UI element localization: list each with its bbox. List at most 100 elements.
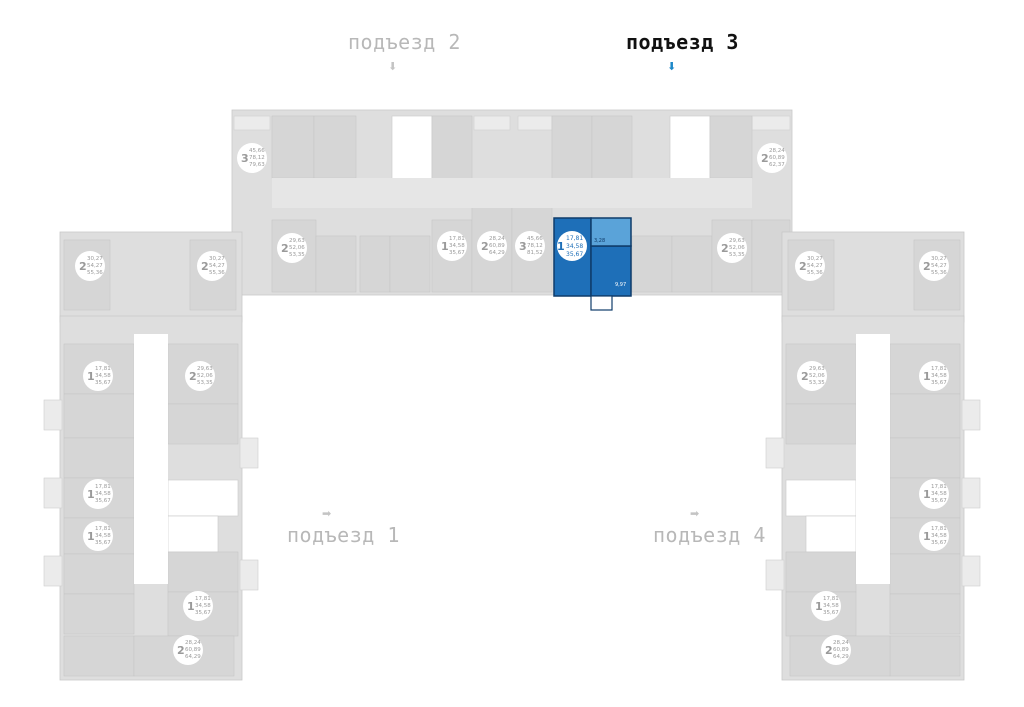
apartment-area-a: 29,63 xyxy=(729,238,745,244)
selected-rooms: 1 xyxy=(557,240,565,253)
apartment-rooms: 2 xyxy=(201,260,209,273)
apartment-area-c: 35,67 xyxy=(449,250,465,256)
selected-living: 17,81 xyxy=(566,235,584,242)
apartment-rooms: 2 xyxy=(189,370,197,383)
entrance-4-label[interactable]: подъезд 4 xyxy=(653,523,766,547)
apartment-area-b: 54,27 xyxy=(931,263,947,269)
apartment-area-a: 17,81 xyxy=(95,526,111,532)
apartment-area-c: 35,67 xyxy=(195,610,211,616)
entrance-2-arrow-icon: ⬇ xyxy=(388,60,398,73)
apartment-area-a: 28,24 xyxy=(833,640,849,646)
apartment-area-b: 34,58 xyxy=(823,603,839,609)
selected-apartment[interactable] xyxy=(553,217,632,311)
apartment-area-a: 28,24 xyxy=(489,236,505,242)
apartment-area-c: 35,67 xyxy=(95,498,111,504)
selected-badge[interactable]: 1 17,81 34,58 35,67 xyxy=(557,232,587,262)
apartment-area-b: 78,12 xyxy=(249,155,265,161)
apartment-area-c: 79,63 xyxy=(249,162,265,168)
entrance-1-arrow-icon: ➡ xyxy=(322,507,332,520)
apartment-area-c: 81,52 xyxy=(527,250,543,256)
apartment-rooms: 2 xyxy=(825,644,833,657)
entrance-1-label[interactable]: подъезд 1 xyxy=(287,523,400,547)
apartment-area-c: 35,67 xyxy=(95,540,111,546)
apartment-area-b: 52,06 xyxy=(809,373,825,379)
top-wing xyxy=(231,109,793,296)
apartment-area-b: 34,58 xyxy=(449,243,465,249)
apartment-area-c: 35,67 xyxy=(95,380,111,386)
apartment-area-a: 17,81 xyxy=(95,366,111,372)
apartment-area-c: 55,36 xyxy=(209,270,225,276)
apartment-area-b: 52,06 xyxy=(197,373,213,379)
entrance-2-label[interactable]: подъезд 2 xyxy=(348,30,461,54)
apartment-rooms: 1 xyxy=(187,600,195,613)
apartment-area-b: 60,89 xyxy=(185,647,201,653)
apartment-area-a: 28,24 xyxy=(185,640,201,646)
apartment-area-a: 30,27 xyxy=(807,256,823,262)
apartment-rooms: 2 xyxy=(281,242,289,255)
apartment-rooms: 2 xyxy=(721,242,729,255)
selected-area: 35,67 xyxy=(566,251,584,258)
entrance-3-label[interactable]: подъезд 3 xyxy=(626,30,739,54)
apartment-rooms: 1 xyxy=(87,530,95,543)
apartment-area-a: 29,63 xyxy=(197,366,213,372)
apartment-area-b: 54,27 xyxy=(807,263,823,269)
right-wing xyxy=(765,231,981,681)
apartment-rooms: 3 xyxy=(519,240,527,253)
apartment-rooms: 1 xyxy=(441,240,449,253)
apartment-area-c: 53,35 xyxy=(197,380,213,386)
apartment-area-a: 17,81 xyxy=(449,236,465,242)
apartment-area-b: 52,06 xyxy=(729,245,745,251)
apartment-rooms: 3 xyxy=(241,152,249,165)
entrance-3-arrow-icon: ⬇ xyxy=(667,60,677,73)
apartment-area-c: 35,67 xyxy=(823,610,839,616)
apartment-area-a: 28,24 xyxy=(769,148,785,154)
apartment-area-a: 17,81 xyxy=(931,526,947,532)
apartment-area-b: 34,58 xyxy=(95,491,111,497)
apartment-area-a: 30,27 xyxy=(87,256,103,262)
left-wing xyxy=(43,231,259,681)
apartment-area-a: 17,81 xyxy=(931,366,947,372)
apartment-area-c: 55,36 xyxy=(807,270,823,276)
apartment-rooms: 1 xyxy=(87,370,95,383)
apartment-area-b: 54,27 xyxy=(87,263,103,269)
selected-kitchen: 9,97 xyxy=(615,282,627,288)
apartment-area-b: 34,58 xyxy=(931,491,947,497)
apartment-rooms: 2 xyxy=(923,260,931,273)
apartment-area-c: 64,29 xyxy=(833,654,849,660)
apartment-rooms: 2 xyxy=(801,370,809,383)
apartment-area-c: 64,29 xyxy=(185,654,201,660)
apartment-area-a: 17,81 xyxy=(931,484,947,490)
apartment-area-c: 55,36 xyxy=(931,270,947,276)
apartment-rooms: 1 xyxy=(923,488,931,501)
apartment-area-b: 34,58 xyxy=(931,373,947,379)
apartment-area-c: 53,35 xyxy=(289,252,305,258)
apartment-area-a: 17,81 xyxy=(195,596,211,602)
apartment-area-a: 29,63 xyxy=(289,238,305,244)
apartment-area-b: 60,89 xyxy=(769,155,785,161)
apartment-area-b: 34,58 xyxy=(95,373,111,379)
